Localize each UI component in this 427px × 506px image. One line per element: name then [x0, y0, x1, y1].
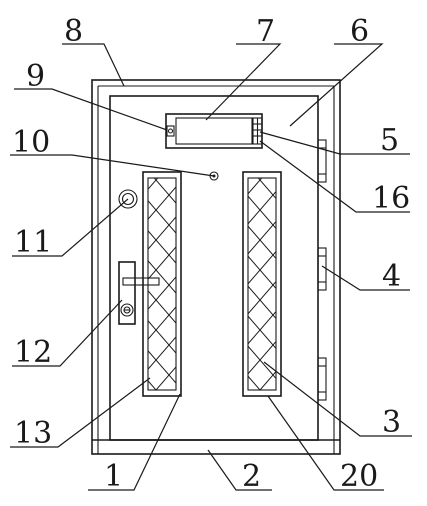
- right-glass-panel: [242, 171, 282, 397]
- label-3: 3: [382, 405, 401, 440]
- label-20: 20: [340, 459, 378, 494]
- label-7: 7: [256, 14, 275, 49]
- label-2: 2: [242, 459, 261, 494]
- label-16: 16: [372, 181, 410, 216]
- label-9: 9: [26, 59, 45, 94]
- label-5: 5: [380, 123, 399, 158]
- callout-labels: 8 7 6 9 10 5 16 11 4 12 13 3 1 2 20: [12, 14, 410, 494]
- leader-lines: [10, 43, 412, 491]
- label-11: 11: [14, 225, 52, 260]
- hinges: [317, 139, 327, 401]
- label-13: 13: [14, 416, 52, 451]
- left-glass-panel: [142, 171, 182, 397]
- label-6: 6: [350, 14, 369, 49]
- round-button: [118, 189, 138, 209]
- label-10: 10: [12, 125, 50, 160]
- label-1: 1: [104, 459, 123, 494]
- door-frame: [91, 79, 341, 455]
- label-12: 12: [14, 335, 52, 370]
- label-4: 4: [382, 259, 401, 294]
- keypad: [252, 117, 263, 145]
- display-screen: [165, 113, 263, 149]
- label-8: 8: [64, 14, 83, 49]
